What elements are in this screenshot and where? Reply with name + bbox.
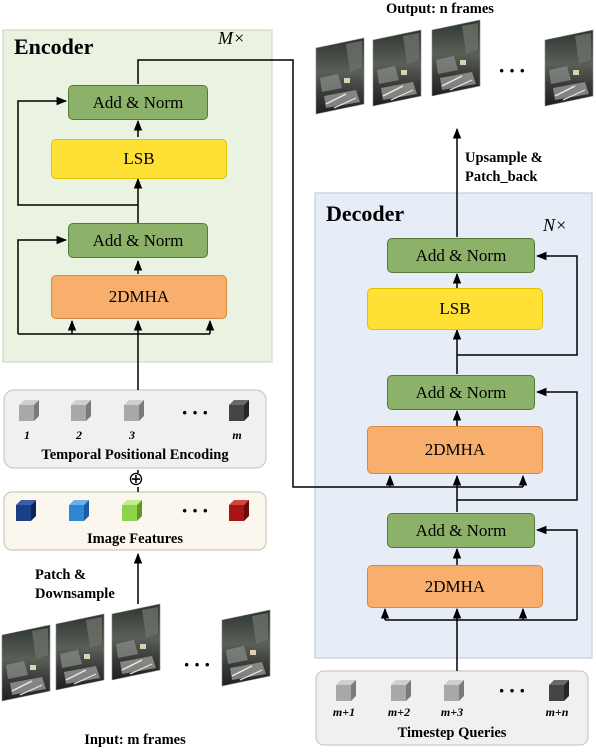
- encoder-connections: [17, 59, 528, 488]
- pos-cube-1: [19, 400, 39, 421]
- upsample-label-line1: Upsample &: [465, 150, 543, 166]
- input-frame-1: [1, 624, 51, 702]
- query-cube-m2: [391, 680, 411, 701]
- decoder-connections: [380, 127, 578, 671]
- decoder-2dmha-mid: 2DMHA: [367, 426, 543, 474]
- input-frames: [1, 603, 271, 702]
- output-frame-1: [315, 37, 365, 115]
- input-label: Input: m frames: [84, 732, 186, 748]
- encoder-lsb: LSB: [51, 139, 227, 179]
- query-index-mn: m+n: [545, 705, 569, 719]
- feature-cube-2: [69, 500, 89, 521]
- output-frames: [315, 19, 594, 115]
- timestep-queries-label: Timestep Queries: [397, 725, 507, 741]
- input-frame-2: [55, 613, 105, 691]
- feature-ellipsis: ···: [181, 498, 213, 523]
- pos-index-2: 2: [76, 428, 82, 442]
- decoder-add-norm-bottom: Add & Norm: [387, 513, 535, 548]
- query-index-m1: m+1: [332, 705, 356, 719]
- decoder-add-norm-top: Add & Norm: [387, 238, 535, 273]
- query-index-m3: m+3: [440, 705, 464, 719]
- feature-cube-1: [16, 500, 36, 521]
- pos-cube-m: [229, 400, 249, 421]
- query-cube-m1: [336, 680, 356, 701]
- encoder-repeat-label: M×: [218, 28, 246, 48]
- decoder-lsb: LSB: [367, 288, 543, 330]
- pos-ellipsis: ···: [181, 400, 213, 425]
- decoder-title: Decoder: [326, 201, 405, 226]
- output-frame-3: [431, 19, 481, 97]
- output-frame-2: [372, 29, 422, 107]
- pos-cube-3: [124, 400, 144, 421]
- positional-encoding-panel: [3, 389, 267, 469]
- encoder-2dmha: 2DMHA: [51, 275, 227, 319]
- image-feature-cubes: [16, 500, 249, 521]
- image-features-label: Image Features: [87, 531, 183, 547]
- pos-index-3: 3: [129, 428, 135, 442]
- pos-index-1: 1: [24, 428, 30, 442]
- input-frame-m: [221, 609, 271, 687]
- query-cube-m3: [444, 680, 464, 701]
- decoder-repeat-label: N×: [543, 215, 568, 235]
- patch-label-line1: Patch &: [35, 567, 87, 583]
- output-label: Output: n frames: [386, 1, 494, 17]
- decoder-add-norm-mid: Add & Norm: [387, 375, 535, 410]
- output-ellipsis: ···: [498, 58, 530, 83]
- pos-cube-2: [71, 400, 91, 421]
- upsample-label-line2: Patch_back: [465, 169, 538, 185]
- pos-index-m: m: [232, 428, 242, 442]
- query-ellipsis: ···: [498, 678, 530, 703]
- encoder-add-norm-bottom: Add & Norm: [68, 223, 208, 258]
- decoder-2dmha-bottom: 2DMHA: [367, 565, 543, 608]
- timestep-queries-panel: [315, 670, 589, 746]
- input-ellipsis: ···: [183, 652, 215, 677]
- encoder-add-norm-top: Add & Norm: [68, 85, 208, 120]
- input-frame-3: [111, 603, 161, 681]
- query-index-m2: m+2: [387, 705, 411, 719]
- plus-symbol: ⊕: [128, 469, 144, 490]
- feature-cube-m: [229, 500, 249, 521]
- feature-cube-3: [122, 500, 142, 521]
- encoder-title: Encoder: [14, 34, 94, 59]
- positional-encoding-label: Temporal Positional Encoding: [41, 447, 229, 463]
- output-frame-n: [544, 29, 594, 107]
- patch-label-line2: Downsample: [35, 586, 115, 602]
- query-cube-mn: [549, 680, 569, 701]
